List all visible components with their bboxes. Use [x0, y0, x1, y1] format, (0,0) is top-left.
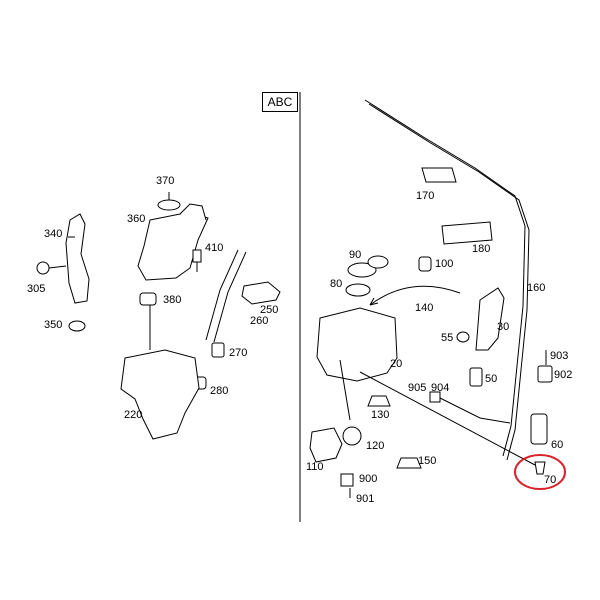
part-140-arrow: [369, 285, 461, 306]
part-902-connector: [537, 365, 553, 383]
part-270-clip: [211, 342, 225, 358]
label-50: 50: [485, 373, 498, 385]
highlight-ring-70: [514, 454, 566, 490]
label-180: 180: [472, 243, 491, 255]
part-180-label: [441, 221, 493, 245]
part-900-plug: [340, 473, 354, 487]
label-380: 380: [163, 294, 182, 306]
part-220-reservoir: [120, 349, 200, 440]
part-904-hose: [439, 397, 511, 424]
label-70: 70: [544, 474, 557, 486]
part-80-strainer: [345, 283, 371, 297]
label-270: 270: [229, 347, 248, 359]
part-380-grommet: [139, 292, 157, 306]
part-20-reservoir: [316, 307, 398, 382]
part-30-bracket: [475, 287, 505, 351]
label-120: 120: [366, 440, 385, 452]
label-905: 905: [408, 382, 427, 394]
part-410-bolt: [192, 249, 202, 272]
label-110: 110: [306, 461, 324, 473]
label-903: 903: [550, 350, 569, 362]
part-905-connector: [429, 391, 441, 403]
label-260: 260: [250, 315, 269, 327]
part-340-bracket: [65, 213, 90, 304]
part-100-grommet: [418, 256, 432, 272]
label-904: 904: [431, 382, 450, 394]
part-55-seal: [456, 331, 470, 343]
part-130-grommet: [367, 395, 391, 407]
label-360: 360: [127, 213, 146, 225]
label-150: 150: [418, 455, 437, 467]
part-50-pump: [469, 367, 483, 387]
label-340: 340: [44, 228, 63, 240]
label-170: 170: [416, 190, 435, 202]
label-90: 90: [349, 249, 362, 261]
label-160: 160: [527, 282, 546, 294]
variant-label: ABC: [262, 92, 298, 112]
label-220: 220: [124, 409, 143, 421]
label-901: 901: [356, 493, 375, 505]
part-150-grommet: [396, 457, 422, 469]
label-30: 30: [497, 321, 510, 333]
part-170-clip: [421, 167, 457, 183]
part-60-pump: [530, 413, 548, 445]
label-60: 60: [551, 439, 564, 451]
part-370-cap: [157, 199, 181, 211]
part-250-bracket: [241, 281, 281, 305]
label-902: 902: [554, 369, 573, 381]
label-130: 130: [371, 409, 390, 421]
label-140: 140: [415, 302, 434, 314]
part-305-bolt: [36, 261, 67, 275]
part-70-nozzle: [534, 461, 546, 475]
part-350-grommet: [68, 320, 86, 332]
part-160-hose: [364, 99, 526, 457]
label-350: 350: [44, 319, 63, 331]
label-20: 20: [390, 358, 403, 370]
label-370: 370: [156, 175, 175, 187]
label-100: 100: [435, 258, 454, 270]
label-280: 280: [210, 385, 229, 397]
label-900: 900: [359, 473, 378, 485]
label-250: 250: [260, 304, 279, 316]
label-80: 80: [330, 278, 343, 290]
part-90-cap: [347, 262, 377, 278]
label-305: 305: [27, 283, 46, 295]
part-120-seal: [342, 426, 362, 446]
part-110-sensor: [309, 427, 343, 463]
part-260-hose: [205, 249, 247, 343]
label-410: 410: [205, 242, 224, 254]
label-55: 55: [441, 332, 454, 344]
